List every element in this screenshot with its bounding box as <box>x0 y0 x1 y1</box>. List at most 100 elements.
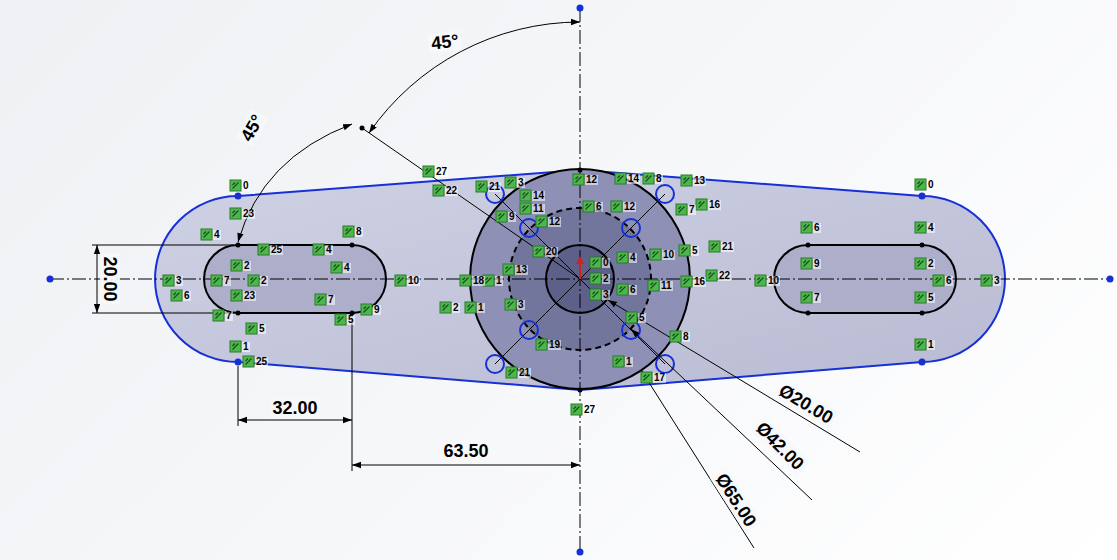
relation-icon <box>755 275 766 286</box>
relation-icon-glyph <box>918 261 924 267</box>
relation-number: 9 <box>508 212 516 222</box>
construction-line <box>495 279 580 364</box>
sketch-point <box>236 311 241 316</box>
relation-number: 2 <box>260 276 268 286</box>
relation-icon <box>801 258 812 269</box>
sketch-point <box>236 243 241 248</box>
relation-icon-box <box>465 302 476 313</box>
relation-number: 20 <box>545 247 558 257</box>
relation-icons <box>163 166 992 415</box>
relation-icon-glyph <box>234 263 240 269</box>
construction-line <box>580 194 665 279</box>
relation-icon <box>505 177 516 188</box>
relation-icon-box <box>611 201 622 212</box>
relation-number: 13 <box>515 265 528 275</box>
dimension-text: 20.00 <box>100 253 120 304</box>
relation-icon-glyph <box>174 293 180 299</box>
relation-number: 10 <box>767 276 780 286</box>
sketch-point <box>350 243 355 248</box>
relation-icon <box>258 244 269 255</box>
endpoint <box>235 193 242 200</box>
relation-number: 2 <box>452 303 460 313</box>
relation-icon <box>915 179 926 190</box>
relation-icon-glyph <box>338 317 344 323</box>
relation-icon <box>613 356 624 367</box>
bolt-hole <box>520 219 538 237</box>
dimension-text: Ø65.00 <box>710 467 762 532</box>
relation-icon-glyph <box>166 278 172 284</box>
sketch-point <box>360 126 365 131</box>
angle-ray <box>362 128 580 279</box>
relation-icon <box>915 292 926 303</box>
relation-icon <box>433 185 444 196</box>
relation-icon <box>590 273 601 284</box>
relation-number: 4 <box>213 230 221 240</box>
relation-icon <box>611 201 622 212</box>
relation-icon-box <box>617 252 628 263</box>
relation-number: 7 <box>223 276 231 286</box>
relation-icon-glyph <box>646 176 652 182</box>
relation-number: 11 <box>660 281 673 291</box>
relation-icon <box>230 341 241 352</box>
relation-number: 1 <box>242 342 250 352</box>
relation-icon-glyph <box>629 315 635 321</box>
relation-icon-glyph <box>523 206 529 212</box>
relation-number: 3 <box>175 276 183 286</box>
bolt-hole <box>520 321 538 339</box>
sketch-point <box>920 243 925 248</box>
relation-icon-box <box>590 257 601 268</box>
relation-number: 0 <box>602 258 610 268</box>
relation-icon-glyph <box>334 265 340 271</box>
relation-icon-box <box>331 262 342 273</box>
relation-number: 1 <box>625 357 633 367</box>
relation-number: 4 <box>343 263 351 273</box>
relation-icon-box <box>440 302 451 313</box>
origin-arrowhead <box>576 256 584 264</box>
relation-icon-box <box>246 323 257 334</box>
relation-icon-glyph <box>618 176 624 182</box>
relation-number: 6 <box>813 223 821 233</box>
relation-icon-box <box>503 264 514 275</box>
relation-number: 7 <box>225 311 233 321</box>
relation-icon <box>248 275 259 286</box>
centerlines <box>50 8 1110 552</box>
endpoint <box>235 359 242 366</box>
relation-icon-glyph <box>936 278 942 284</box>
relation-icon-box <box>643 173 654 184</box>
relation-icon-box <box>915 222 926 233</box>
relation-icon-box <box>801 292 812 303</box>
relation-icon-glyph <box>508 180 514 186</box>
relation-icon-glyph <box>508 302 514 308</box>
relation-icon-glyph <box>712 244 718 250</box>
relation-number: 10 <box>407 276 420 286</box>
relation-icon <box>520 203 531 214</box>
relation-icon-box <box>613 356 624 367</box>
endpoints <box>47 5 1114 556</box>
dimension-text: 45° <box>235 109 269 148</box>
relation-icon-box <box>171 290 182 301</box>
relation-number: 23 <box>242 209 255 219</box>
relation-icon-glyph <box>506 267 512 273</box>
bolt-hole <box>622 321 640 339</box>
relation-icon-glyph <box>468 305 474 311</box>
relation-number: 21 <box>721 242 734 252</box>
relation-icon-glyph <box>758 278 764 284</box>
endpoint <box>919 359 926 366</box>
relation-number: 27 <box>435 167 448 177</box>
relation-icon-glyph <box>463 278 469 284</box>
relation-icon-box <box>520 203 531 214</box>
relation-number: 18 <box>472 276 485 286</box>
relation-number: 14 <box>532 191 545 201</box>
relation-number: 7 <box>327 295 335 305</box>
relation-icon-box <box>801 258 812 269</box>
diameter-leader <box>608 300 860 452</box>
relation-icon <box>681 175 692 186</box>
relation-number: 5 <box>927 293 935 303</box>
relation-icon <box>709 241 720 252</box>
relation-number: 3 <box>517 300 525 310</box>
bolt-hole <box>486 355 504 373</box>
sketch-point <box>578 168 583 173</box>
relation-icon-glyph <box>261 247 267 253</box>
vertical-centerline <box>580 8 581 552</box>
